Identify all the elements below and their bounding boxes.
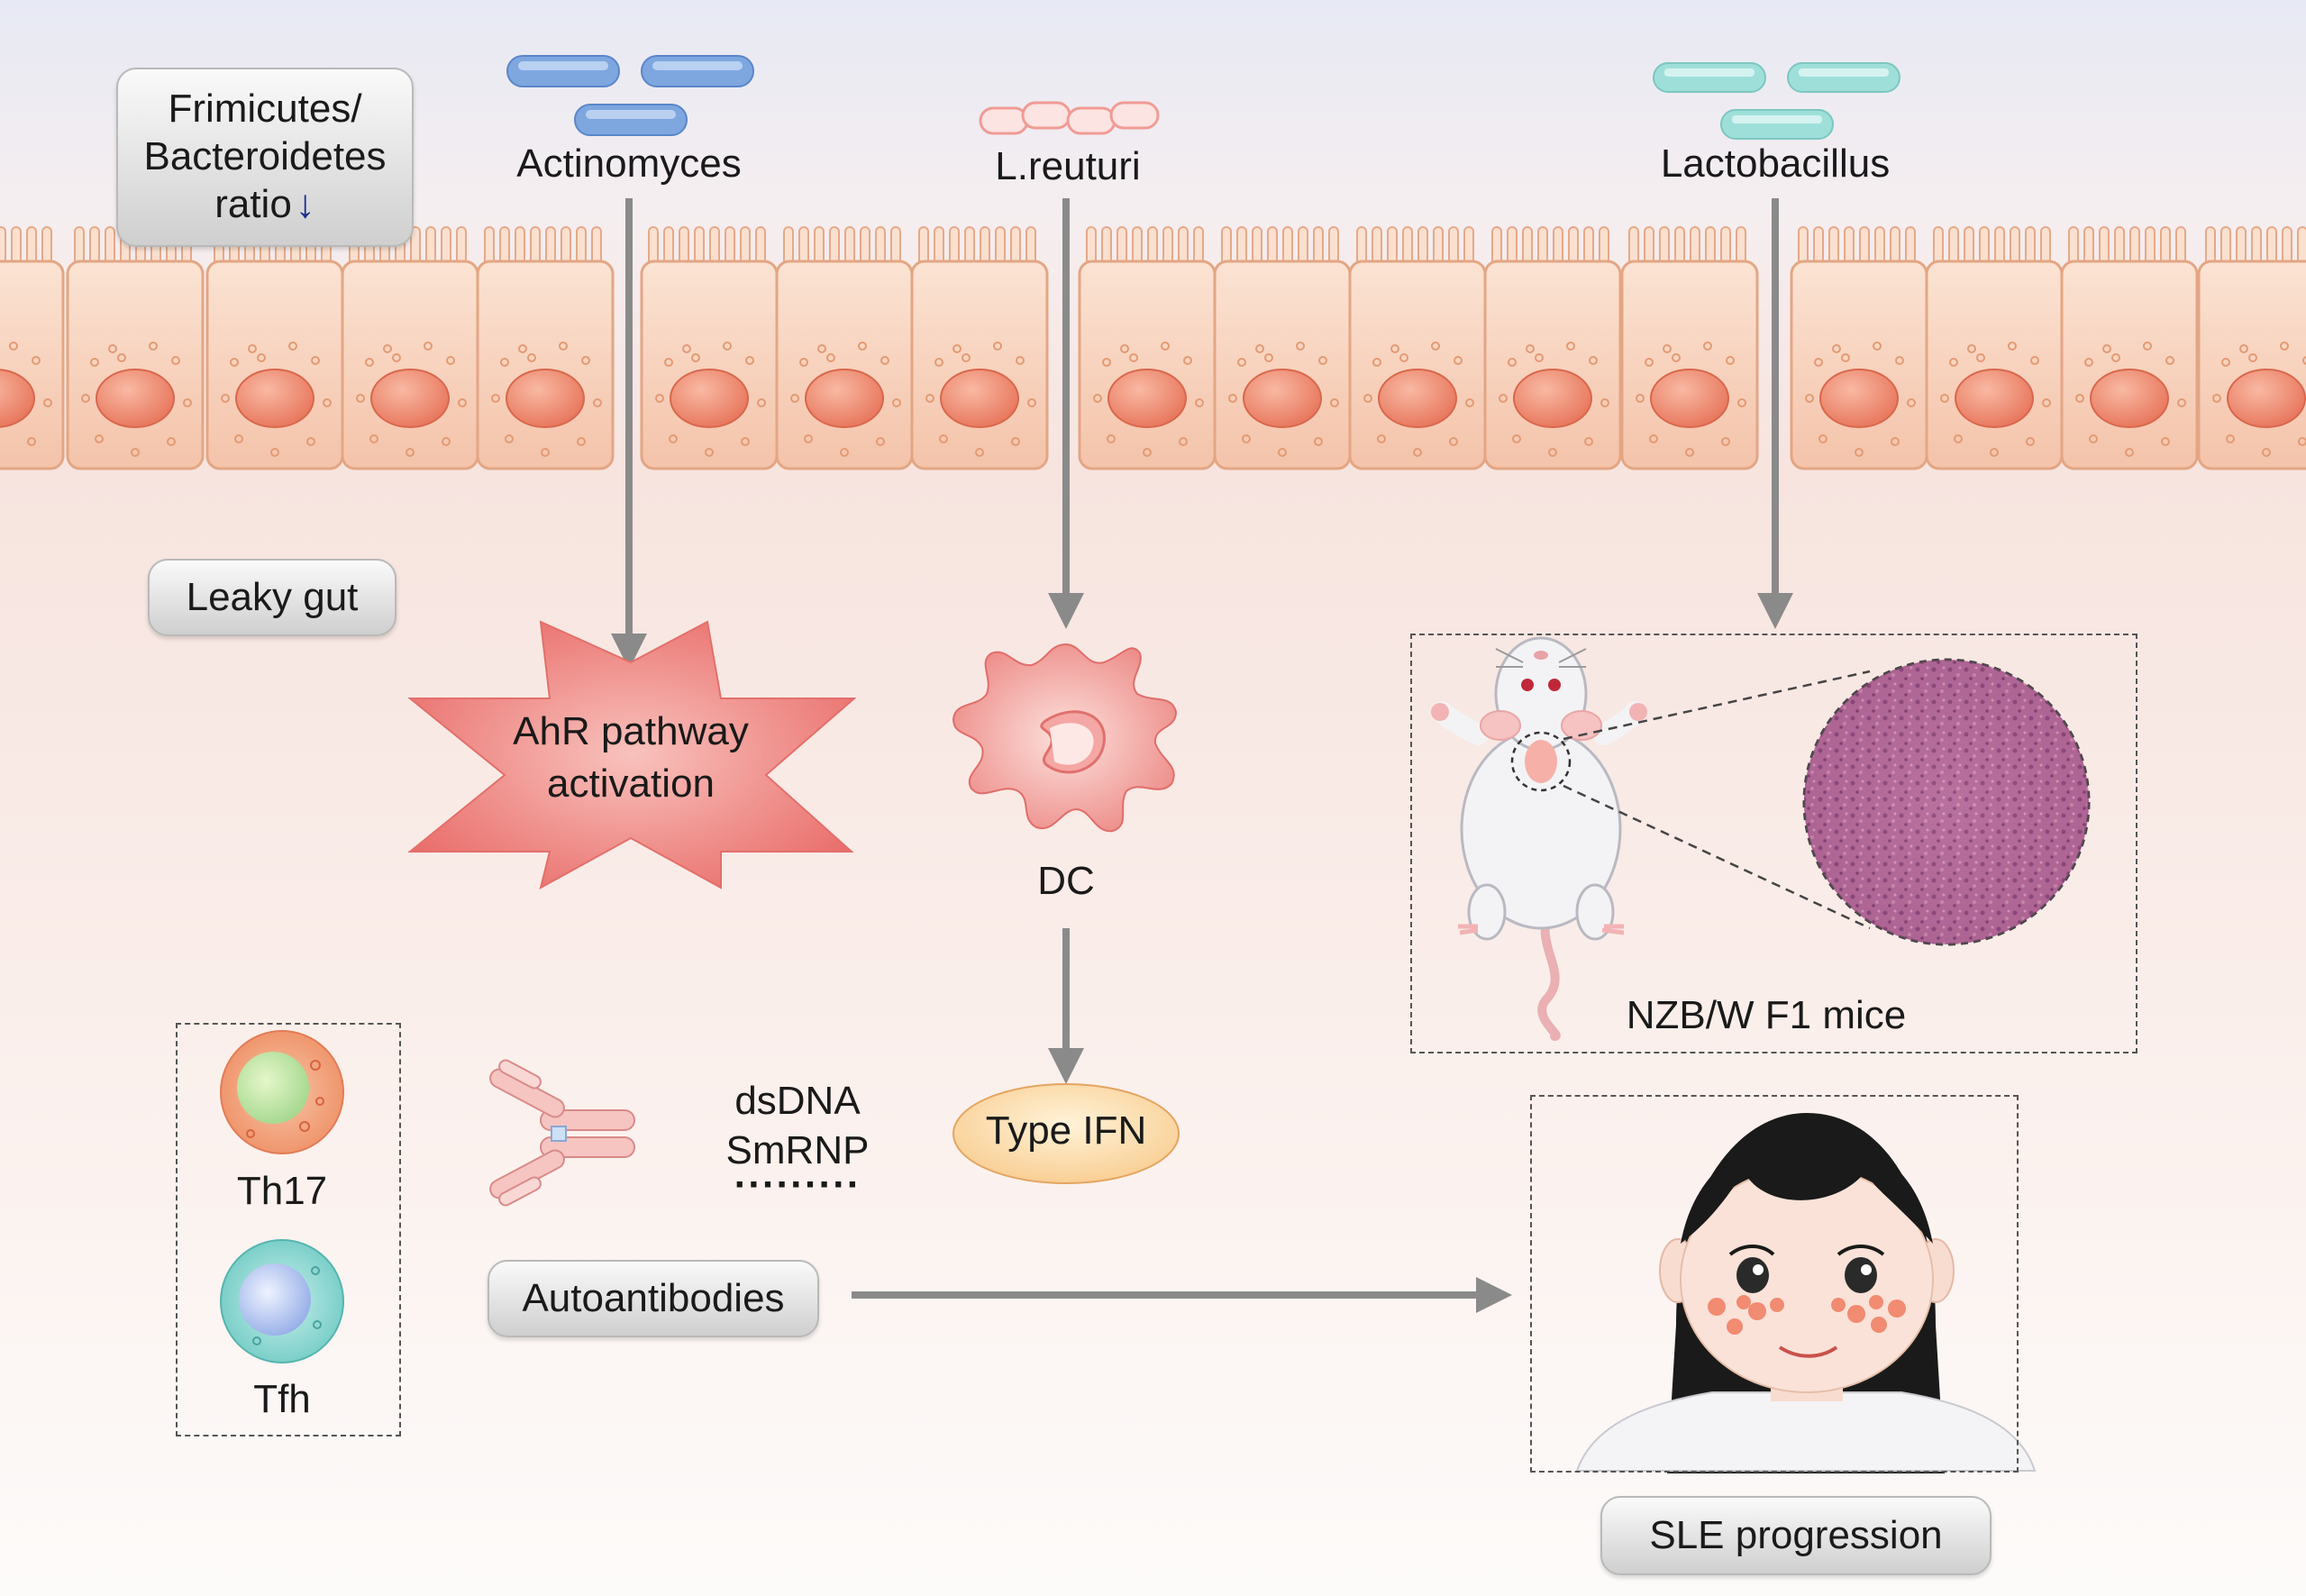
mouse-illustration: [1431, 636, 1647, 1041]
type-ifn-label: Type IFN: [985, 1108, 1147, 1153]
cell-nucleus: [2090, 369, 2169, 428]
tfh-label: Tfh: [253, 1377, 311, 1421]
epithelial-cell: [1078, 226, 1217, 470]
epithelial-cell: [2060, 226, 2199, 470]
sle-progression-label: SLE progression: [1600, 1496, 1992, 1575]
epithelial-cell: [1483, 226, 1622, 470]
cell-nucleus: [940, 369, 1019, 428]
epithelial-cell: [1620, 226, 1759, 470]
cell-nucleus: [1378, 369, 1457, 428]
mouse-model-box: [1410, 634, 2137, 1053]
epithelial-cell: [1213, 226, 1352, 470]
autoantibodies-label: Autoantibodies: [488, 1260, 819, 1337]
lactobacillus-bacteria-icon: [1653, 62, 1900, 140]
epithelial-cell: [341, 226, 479, 470]
mouse-model-label: NZB/W F1 mice: [1626, 993, 1907, 1037]
epithelial-cell: [66, 226, 205, 470]
cell-nucleus: [1107, 369, 1187, 428]
cell-nucleus: [805, 369, 884, 428]
dendritic-cell-icon: [952, 643, 1178, 833]
cell-nucleus: [1243, 369, 1322, 428]
type-ifn-ellipse: [952, 1083, 1180, 1184]
cell-nucleus: [670, 369, 749, 428]
sle-patient-illustration: [1575, 1113, 2037, 1473]
ahr-label-line2: activation: [547, 762, 715, 806]
epithelial-cell: [910, 226, 1049, 470]
sle-patient-box: [1530, 1095, 2019, 1473]
actinomyces-label: Actinomyces: [516, 141, 742, 186]
epithelial-cell: [2197, 226, 2306, 470]
epithelial-cell: [640, 226, 779, 470]
actinomyces-bacteria-icon: [506, 55, 754, 136]
epithelial-cell: [205, 226, 344, 470]
epithelial-cell: [775, 226, 914, 470]
immune-cells-box: [176, 1023, 401, 1436]
zoom-lines: [1563, 670, 1871, 930]
dc-label: DC: [1037, 859, 1095, 903]
ratio-label-line3: ratio↓: [214, 181, 315, 229]
cell-nucleus: [506, 369, 585, 428]
cell-nucleus: [1955, 369, 2034, 428]
smrnp-label: SmRNP: [725, 1128, 870, 1172]
antibody-icon: [489, 1059, 635, 1207]
lactobacillus-label: Lactobacillus: [1660, 141, 1891, 186]
th17-label: Th17: [236, 1169, 328, 1213]
tfh-cell-icon: [220, 1239, 344, 1363]
ratio-label-line2: Bacteroidetes: [143, 134, 387, 179]
ratio-label-line1: Frimicutes/: [168, 87, 362, 132]
th17-cell-icon: [220, 1030, 344, 1154]
cell-nucleus: [1513, 369, 1592, 428]
l-reuturi-bacteria-icon: [979, 101, 1160, 135]
epithelial-cell: [476, 226, 615, 470]
cell-nucleus: [2227, 369, 2306, 428]
more-antigens-ellipsis: ·········: [734, 1163, 861, 1207]
ahr-label-line1: AhR pathway: [513, 709, 749, 753]
cell-nucleus: [0, 369, 35, 428]
kidney-histology-icon: [1802, 658, 2091, 946]
epithelial-cell: [1925, 226, 2064, 470]
leaky-gut-label: Leaky gut: [148, 559, 396, 636]
epithelial-cell: [0, 226, 65, 470]
pathway-arrows: [611, 198, 1793, 1313]
ahr-activation-starburst: [407, 620, 857, 889]
cell-nucleus: [1819, 369, 1899, 428]
decrease-arrow-icon: ↓: [295, 181, 315, 226]
ratio-label-word: ratio: [214, 181, 292, 226]
cell-nucleus: [370, 369, 450, 428]
ratio-label-box: Frimicutes/ Bacteroidetes ratio↓: [116, 68, 414, 247]
cell-nucleus: [235, 369, 314, 428]
epithelial-cell: [1348, 226, 1487, 470]
epithelial-cell: [1790, 226, 1928, 470]
dsdna-label: dsDNA: [734, 1079, 861, 1123]
l-reuturi-label: L.reuturi: [995, 144, 1141, 188]
intestinal-epithelium: [0, 226, 2306, 470]
cell-nucleus: [96, 369, 175, 428]
cell-nucleus: [1650, 369, 1729, 428]
